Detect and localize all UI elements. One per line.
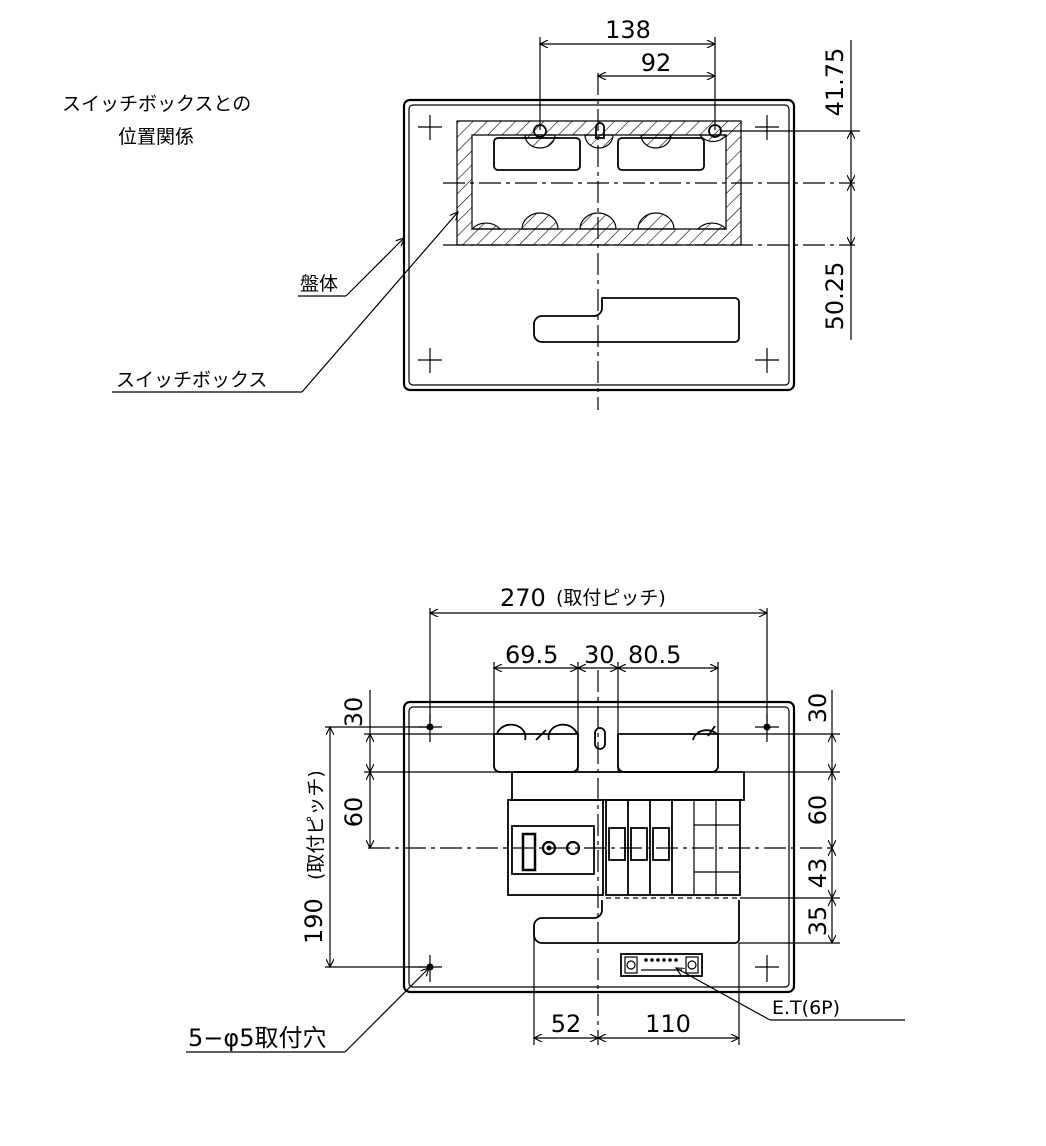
dim-bottom-row: 52 110 <box>534 926 739 1045</box>
dim-top-right: 41.75 50.25 <box>720 40 860 340</box>
label-panel: 盤体 <box>300 273 338 295</box>
label-earth-terminal: E.T(6P) <box>772 997 840 1019</box>
label-mount-holes: 5−φ5取付穴 <box>188 1024 326 1052</box>
dim-41-75-text: 41.75 <box>821 48 849 117</box>
dim-30-mid-text: 30 <box>584 641 615 669</box>
dim-30-left-text: 30 <box>340 697 368 728</box>
branch-handle-3 <box>652 827 670 861</box>
leader-mount-holes: 5−φ5取付穴 <box>186 968 429 1053</box>
bottom-upper-openings <box>493 723 719 773</box>
branch-handle-2 <box>630 827 648 861</box>
switch-box-knockouts <box>470 134 728 230</box>
top-view-title-line1: スイッチボックスとの <box>62 93 251 115</box>
bottom-view: 270 (取付ピッチ) 69.5 30 80.5 30 <box>186 584 905 1053</box>
dim-50-25-text: 50.25 <box>821 262 849 331</box>
main-breaker-window <box>511 825 595 875</box>
dim-69-5-text: 69.5 <box>505 641 558 669</box>
top-view-title-line2: 位置関係 <box>118 126 194 148</box>
dim-43-text: 43 <box>804 858 832 889</box>
breaker-assembly <box>507 771 745 899</box>
dim-270: 270 (取付ピッチ) <box>430 584 767 722</box>
dim-92-text: 92 <box>641 49 672 77</box>
dim-30-right-text: 30 <box>804 693 832 724</box>
dim-80-5-text: 80.5 <box>628 641 681 669</box>
dim-110-text: 110 <box>645 1010 691 1038</box>
bottom-lower-cutout <box>533 900 740 944</box>
dim-138: 138 <box>540 16 715 130</box>
dim-270-text: 270 <box>500 584 546 612</box>
dim-52-text: 52 <box>551 1010 582 1038</box>
earth-terminal <box>620 953 703 977</box>
leader-panel: 盤体 <box>298 238 404 297</box>
label-switchbox: スイッチボックス <box>116 369 267 391</box>
dim-190-text: 190 <box>300 898 328 944</box>
leader-earth-terminal: E.T(6P) <box>676 968 905 1021</box>
panel-outline-inner-bottom <box>408 706 790 988</box>
dim-270-note: (取付ピッチ) <box>556 587 666 609</box>
main-breaker-handle <box>521 832 537 872</box>
dim-92: 92 <box>598 49 715 77</box>
leader-switchbox: スイッチボックス <box>112 212 458 393</box>
breaker-top-band <box>511 771 745 801</box>
dim-60-right-text: 60 <box>804 795 832 826</box>
dim-60-left-text: 60 <box>340 797 368 828</box>
dim-right-vertical: 30 60 43 35 <box>718 690 840 943</box>
dim-35-text: 35 <box>804 906 832 937</box>
panel-outline-outer-bottom <box>402 700 796 994</box>
dim-left-vertical: 30 60 190 (取付ピッチ) <box>300 690 512 967</box>
mount-marks-top <box>418 115 779 373</box>
dim-190-note: (取付ピッチ) <box>305 770 327 880</box>
dim-138-text: 138 <box>605 16 651 44</box>
branch-handle-1 <box>608 827 626 861</box>
top-lower-cutout <box>533 297 740 343</box>
top-view: スイッチボックスとの 位置関係 <box>62 16 860 410</box>
dim-top-row: 69.5 30 80.5 <box>494 641 718 772</box>
